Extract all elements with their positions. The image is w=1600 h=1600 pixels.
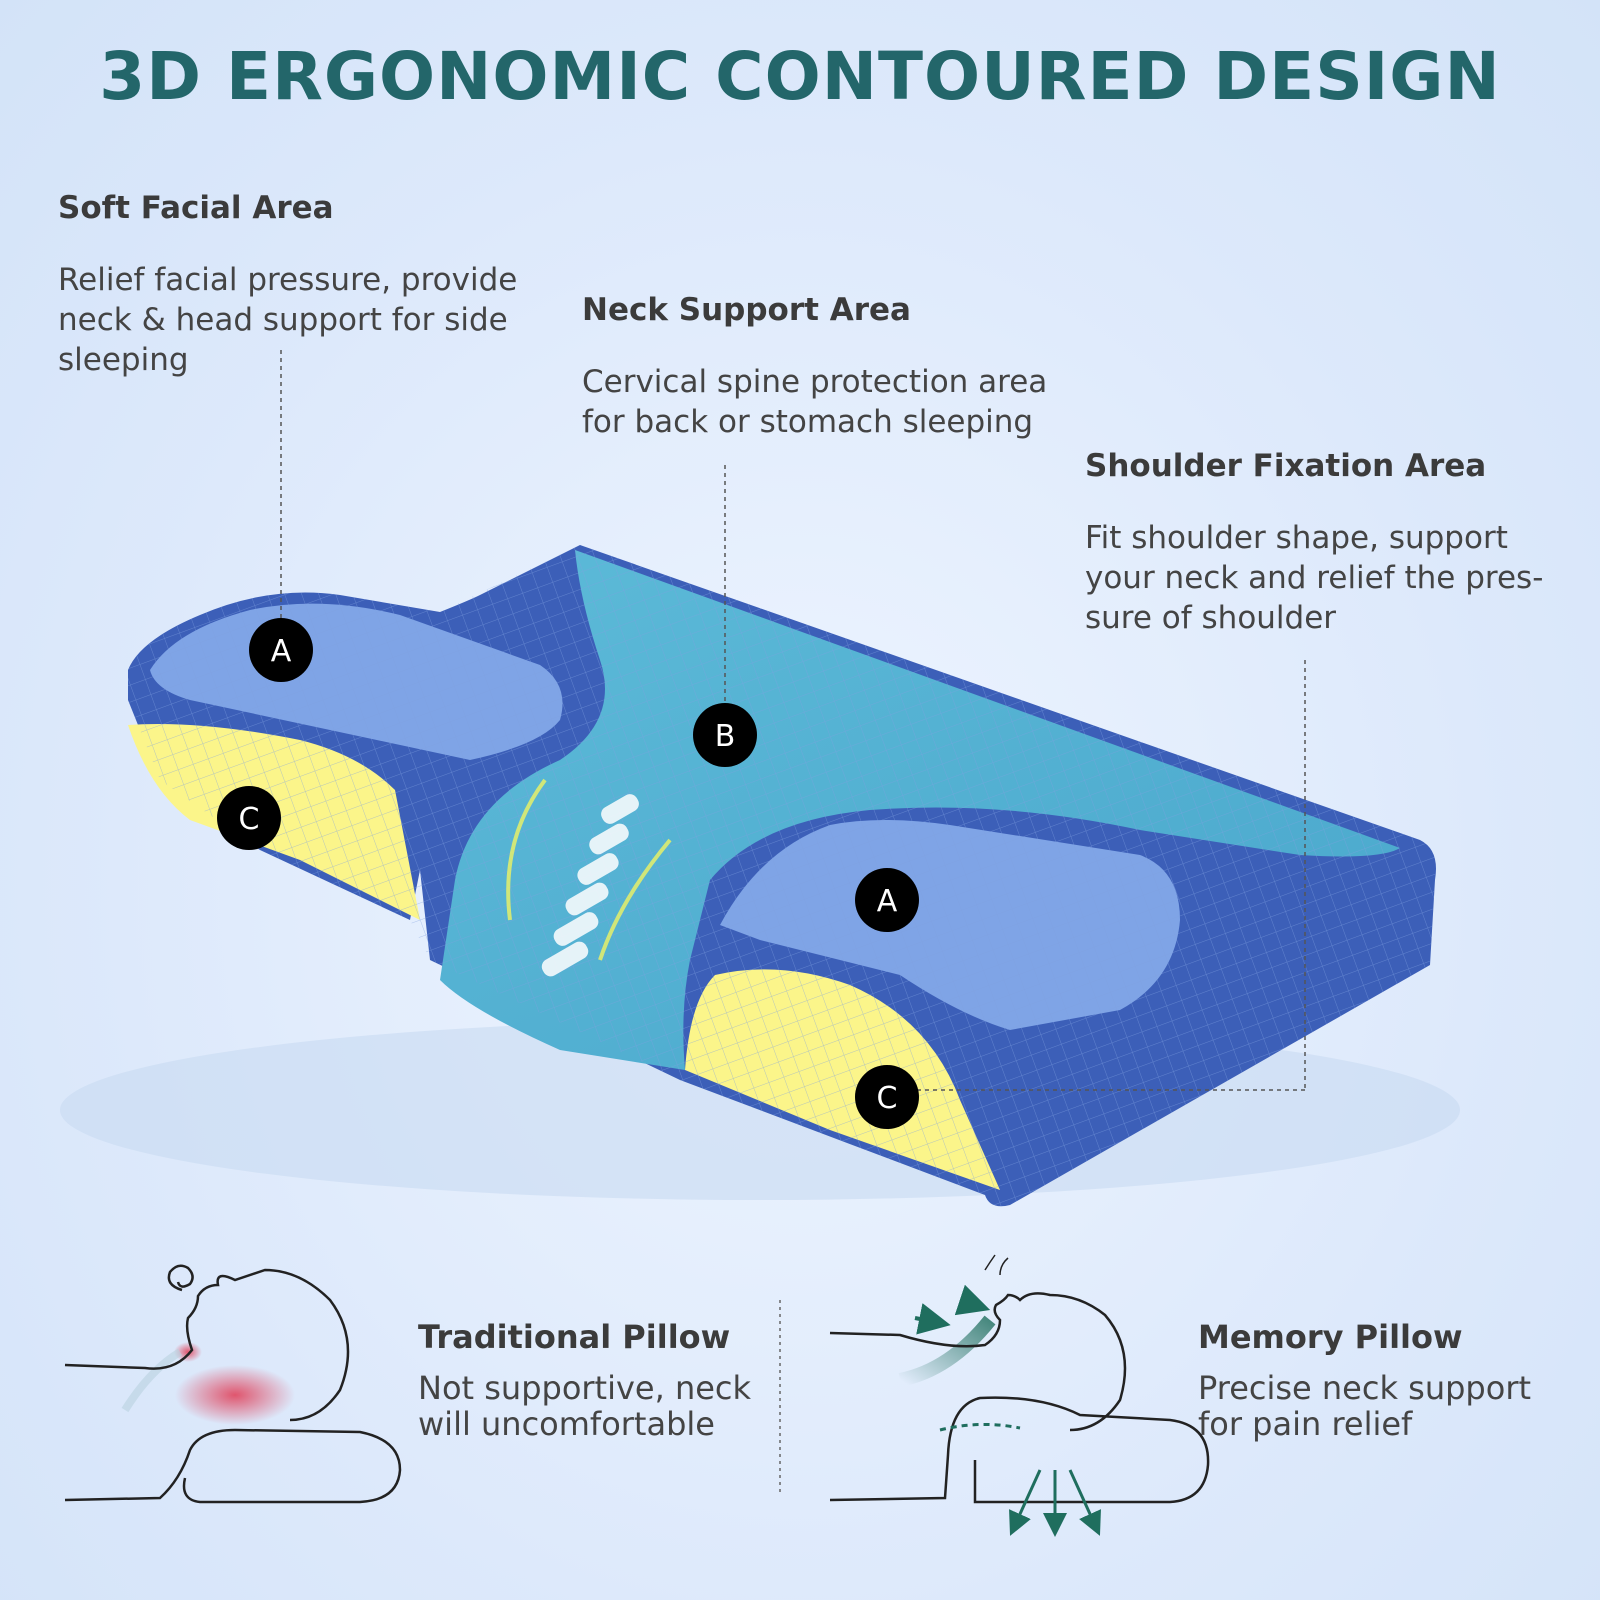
traditional-pillow-sketch — [64, 1264, 402, 1504]
pillow-body — [128, 545, 1436, 1207]
page-title: 3D ERGONOMIC CONTOURED DESIGN — [99, 38, 1501, 115]
callout-shoulder-fixation-area: Shoulder Fixation Area Fit shoulder shap… — [1085, 448, 1575, 638]
svg-text:C: C — [239, 802, 260, 837]
memory-pillow-sketch — [829, 1254, 1210, 1537]
comparison-heading: Memory Pillow — [1198, 1318, 1463, 1356]
comparison-body: Precise neck support for pain relief — [1198, 1369, 1532, 1443]
marker-c-right: C — [855, 1065, 919, 1129]
svg-text:C: C — [877, 1081, 898, 1116]
comparison-memory-pillow: Memory Pillow Precise neck support for p… — [1198, 1318, 1578, 1442]
svg-text:B: B — [715, 719, 736, 754]
callout-body: Fit shoulder shape, support your neck an… — [1085, 520, 1544, 636]
callout-heading: Neck Support Area — [582, 292, 911, 328]
callout-heading: Soft Facial Area — [58, 190, 334, 226]
marker-a-left: A — [249, 618, 313, 682]
callout-neck-support-area: Neck Support Area Cervical spine protect… — [582, 292, 1082, 442]
callout-body: Cervical spine protection area for back … — [582, 364, 1048, 440]
spine-illustration — [506, 778, 672, 977]
leader-lines — [280, 350, 1306, 1091]
comparison-traditional-pillow: Traditional Pillow Not supportive, neck … — [418, 1318, 778, 1442]
svg-text:A: A — [877, 884, 898, 919]
comparison-heading: Traditional Pillow — [418, 1318, 731, 1356]
marker-b: B — [693, 703, 757, 767]
marker-a-right: A — [855, 868, 919, 932]
callout-soft-facial-area: Soft Facial Area Relief facial pressure,… — [58, 190, 558, 380]
callout-heading: Shoulder Fixation Area — [1085, 448, 1487, 484]
callout-body: Relief facial pressure, provide neck & h… — [58, 262, 518, 378]
marker-c-left: C — [217, 786, 281, 850]
comparison-body: Not supportive, neck will uncomfortable — [418, 1369, 752, 1443]
svg-text:A: A — [271, 634, 292, 669]
